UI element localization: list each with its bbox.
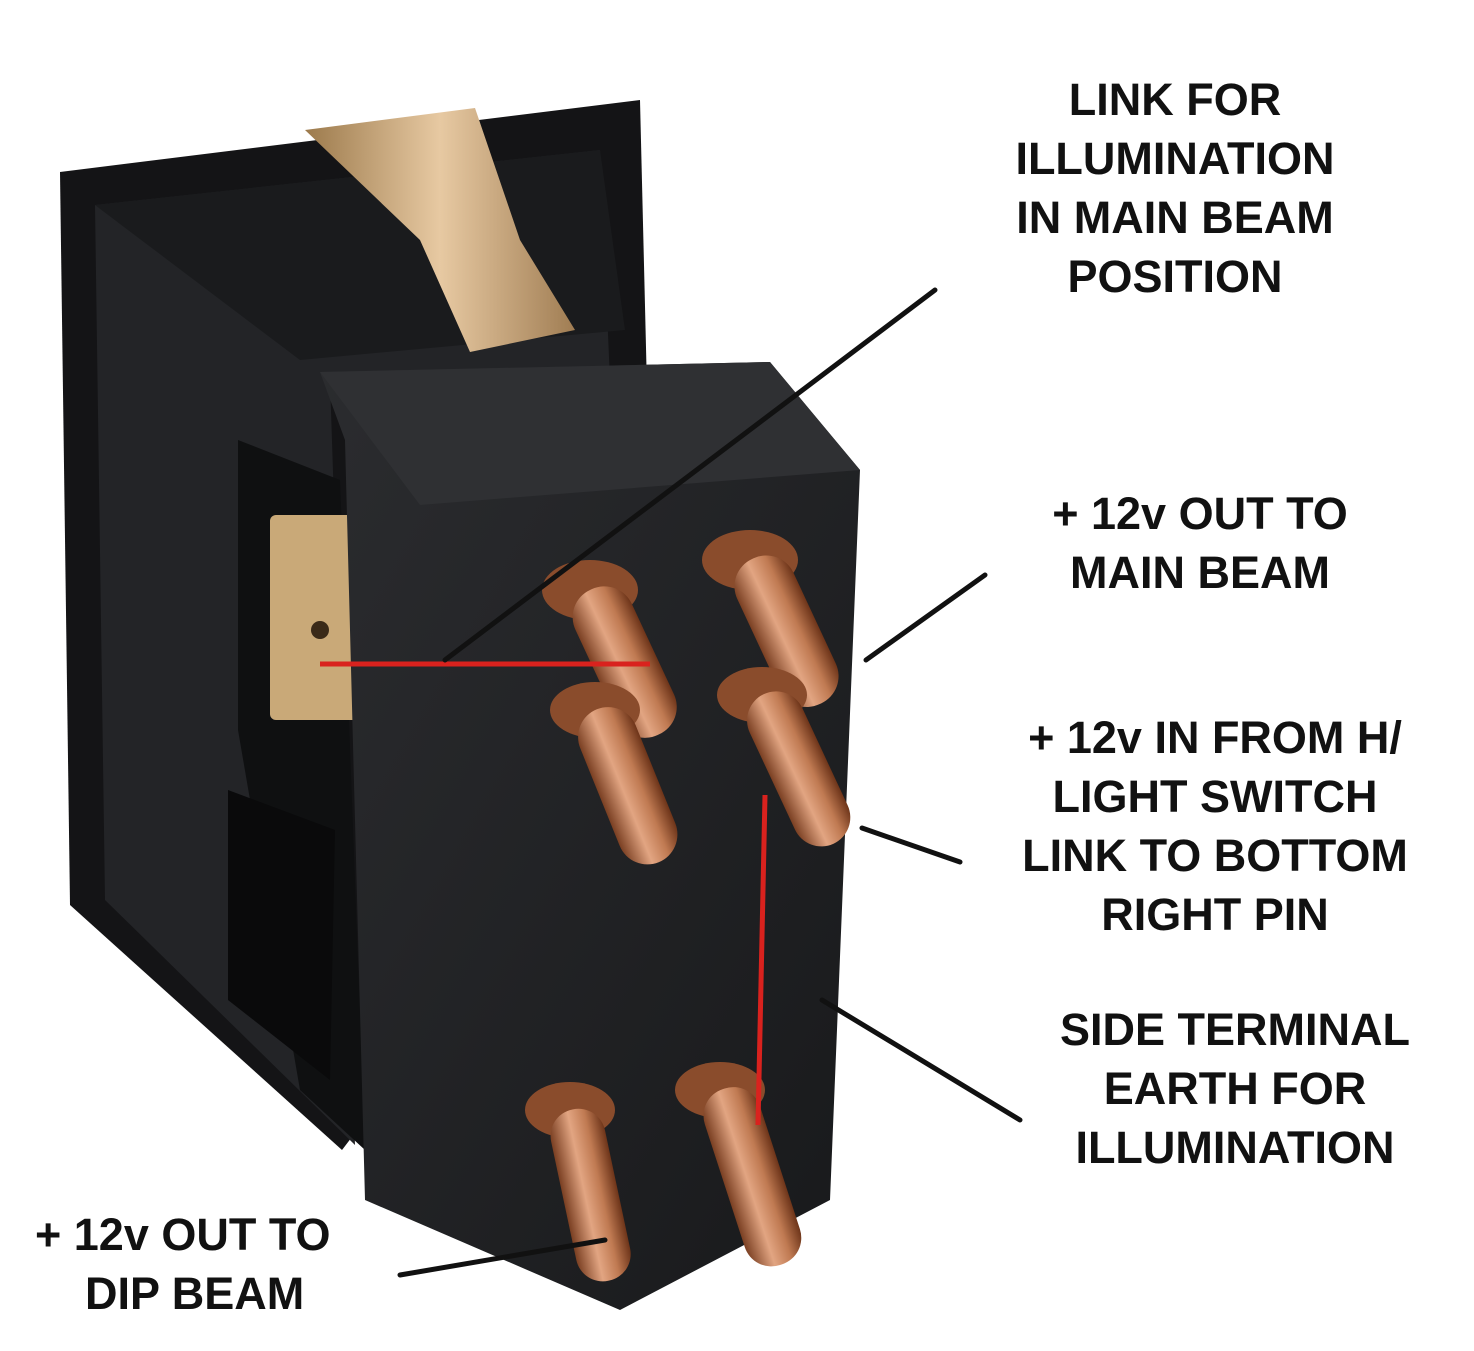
label-line: LINK TO BOTTOM bbox=[1022, 830, 1408, 881]
label-line: IN MAIN BEAM bbox=[1016, 192, 1334, 243]
side-terminal bbox=[270, 515, 360, 720]
label-line: RIGHT PIN bbox=[1101, 889, 1329, 940]
label-main-beam-out: + 12v OUT TO MAIN BEAM bbox=[1020, 484, 1380, 602]
label-line: ILLUMINATION bbox=[1015, 133, 1335, 184]
pin-bottom-left bbox=[525, 1082, 631, 1282]
label-line: + 12v IN FROM H/ bbox=[1028, 712, 1402, 763]
pin-mid-left bbox=[550, 682, 678, 865]
label-line: + 12v OUT TO bbox=[1052, 488, 1348, 539]
pin-bottom-right bbox=[675, 1062, 802, 1267]
pin-top-right bbox=[702, 530, 839, 707]
pin-mid-right bbox=[717, 667, 851, 847]
label-line: DIP BEAM bbox=[85, 1268, 305, 1319]
label-line: ILLUMINATION bbox=[1075, 1122, 1395, 1173]
label-line: EARTH FOR bbox=[1103, 1063, 1367, 1114]
label-side-terminal: SIDE TERMINAL EARTH FOR ILLUMINATION bbox=[1030, 1000, 1440, 1177]
label-in-from-switch: + 12v IN FROM H/ LIGHT SWITCH LINK TO BO… bbox=[995, 708, 1435, 944]
leader-side-terminal bbox=[819, 997, 1023, 1123]
label-line: + 12v OUT TO bbox=[35, 1209, 331, 1260]
label-line: SIDE TERMINAL bbox=[1059, 1004, 1410, 1055]
label-line: MAIN BEAM bbox=[1070, 547, 1330, 598]
supply-link-line bbox=[755, 794, 768, 1126]
switch-side bbox=[95, 150, 610, 1145]
label-line: LINK FOR bbox=[1068, 74, 1282, 125]
leader-in-from-switch bbox=[859, 825, 963, 865]
label-line: POSITION bbox=[1067, 251, 1283, 302]
leader-main-beam bbox=[863, 572, 988, 663]
leader-dip-beam bbox=[397, 1237, 608, 1278]
label-dip-beam-out: + 12v OUT TO DIP BEAM bbox=[35, 1205, 380, 1323]
label-illumination-link: LINK FOR ILLUMINATION IN MAIN BEAM POSIT… bbox=[985, 70, 1365, 306]
label-line: LIGHT SWITCH bbox=[1052, 771, 1378, 822]
leader-illumination-link bbox=[442, 287, 938, 663]
brass-strap bbox=[305, 108, 575, 352]
